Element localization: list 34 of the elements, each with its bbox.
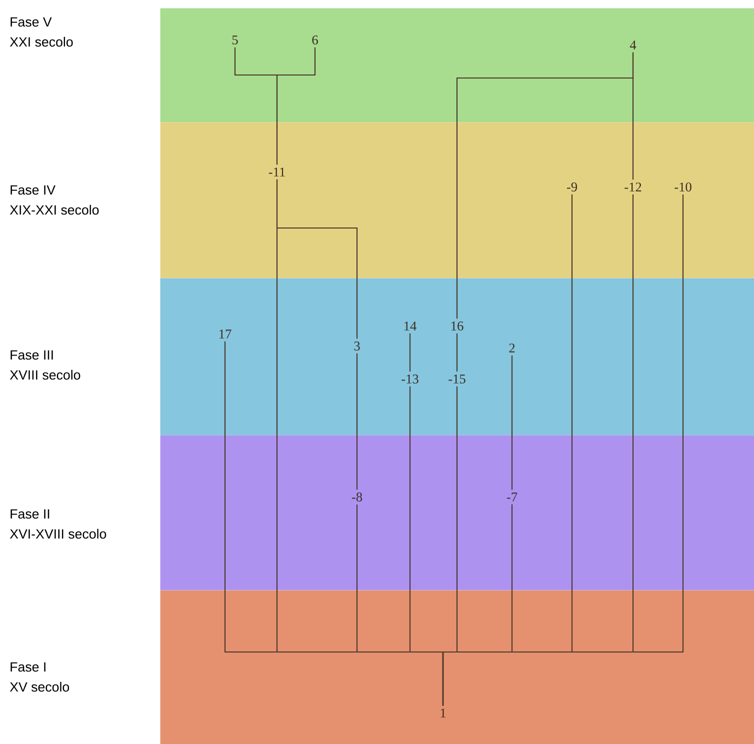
- unit-number: 1: [440, 708, 446, 718]
- unit-number: 3: [354, 342, 360, 350]
- unit-number: -10: [674, 182, 692, 192]
- unit-number: -8: [352, 492, 362, 502]
- unit-number: 2: [509, 344, 515, 352]
- unit-number: -15: [448, 374, 466, 384]
- unit-number: -9: [566, 182, 578, 192]
- phase-label: Fase IV XIX-XXI secolo: [10, 185, 99, 215]
- phase-label: Fase V XXI secolo: [10, 17, 73, 47]
- phase-band: [160, 278, 754, 436]
- unit-number: 6: [312, 36, 318, 44]
- stratigraphic-line: [276, 47, 316, 165]
- stratigraphic-line: [456, 333, 458, 372]
- unit-number: 17: [220, 330, 232, 338]
- stratigraphic-line: [356, 353, 358, 490]
- stratigraphic-line: [511, 355, 513, 490]
- unit-number: 14: [404, 322, 416, 330]
- phase-label: Fase III XVIII secolo: [10, 350, 80, 380]
- phase-band: [160, 8, 754, 122]
- phase-band: [160, 590, 754, 744]
- unit-number: 4: [630, 40, 636, 50]
- unit-number: 16: [452, 322, 464, 330]
- unit-number: -11: [268, 168, 285, 176]
- phase-label: Fase II XVI-XVIII secolo: [10, 509, 106, 539]
- stratigraphic-line: [409, 333, 411, 372]
- unit-number: -7: [506, 492, 518, 502]
- phase-label: Fase I XV secolo: [10, 662, 70, 692]
- stratigraphic-line: [442, 504, 513, 706]
- unit-number: 5: [232, 36, 238, 44]
- stratigraphic-line: [456, 52, 634, 319]
- unit-number: -13: [402, 374, 418, 384]
- phase-band: [160, 122, 754, 278]
- unit-number: -12: [624, 182, 642, 192]
- phase-band: [160, 435, 754, 590]
